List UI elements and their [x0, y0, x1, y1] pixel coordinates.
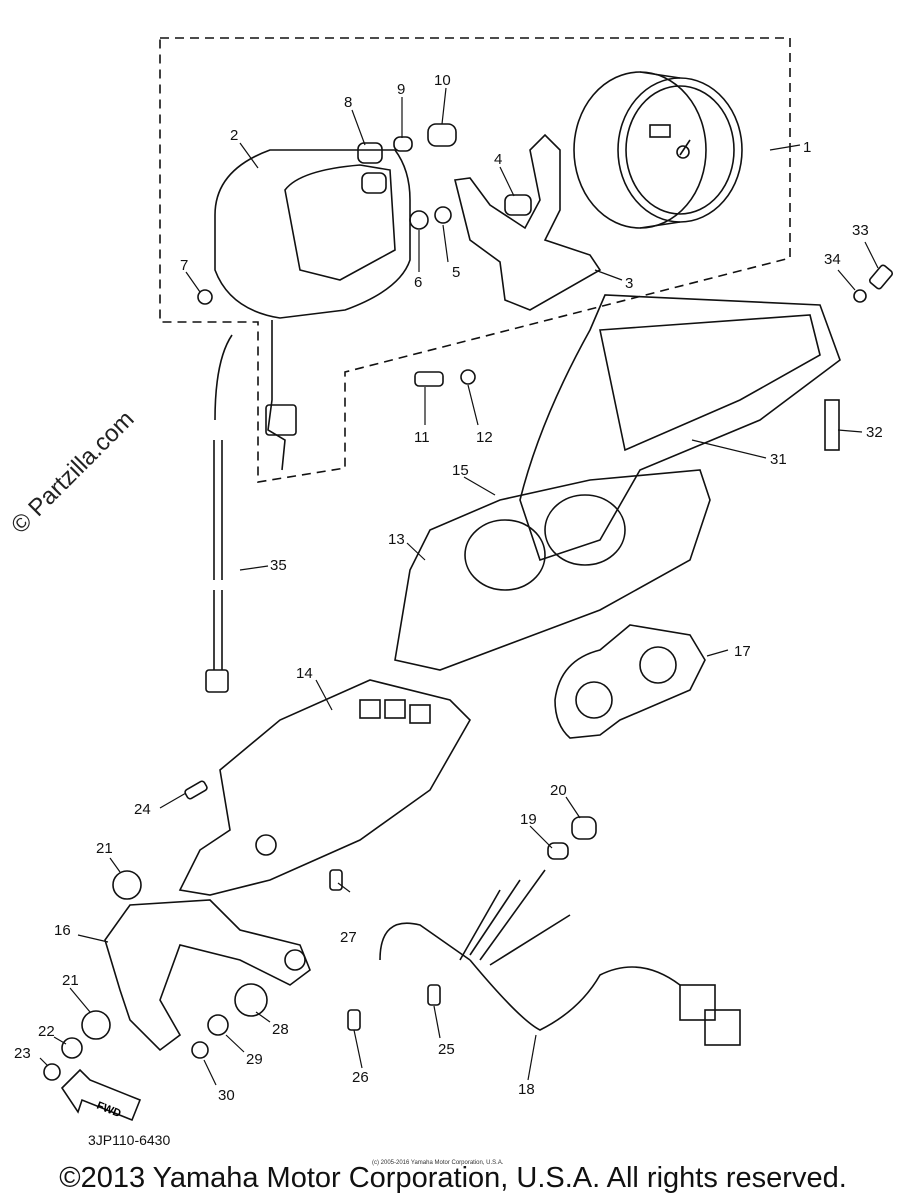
- callout-35: 35: [270, 557, 287, 574]
- callout-33: 33: [852, 222, 869, 239]
- lower-housing: [178, 679, 471, 896]
- meter-stay: [104, 899, 311, 1052]
- meter-lead: [267, 320, 286, 471]
- callout-5: 5: [452, 264, 460, 281]
- callout-23: 23: [14, 1045, 31, 1062]
- screw-33-34: [853, 264, 894, 303]
- mount-hardware: [409, 194, 532, 230]
- callout-4: 4: [494, 151, 502, 168]
- screw-7: [197, 289, 213, 305]
- fwd-label: FWD: [95, 1100, 123, 1121]
- callout-27: 27: [340, 929, 357, 946]
- callout-17: 17: [734, 643, 751, 660]
- callout-12: 12: [476, 429, 493, 446]
- leader-lines: [39, 87, 879, 1086]
- callout-21b: 21: [62, 972, 79, 989]
- fwd-arrow: [60, 1068, 142, 1122]
- callout-21a: 21: [96, 840, 113, 857]
- meter-housing: [394, 469, 711, 671]
- callout-29: 29: [246, 1051, 263, 1068]
- meter-visor: [519, 294, 841, 562]
- trim-32: [824, 399, 840, 451]
- callout-13: 13: [388, 531, 405, 548]
- callout-14: 14: [296, 665, 313, 682]
- assembly-boundary: [159, 37, 791, 483]
- drawing-code: 3JP110-6430: [88, 1132, 171, 1148]
- callout-10: 10: [434, 72, 451, 89]
- callout-26: 26: [352, 1069, 369, 1086]
- bulb-socket-set: [357, 123, 457, 194]
- meter-cover: [214, 149, 411, 319]
- callout-15: 15: [452, 462, 469, 479]
- speedometer-gauge: [573, 71, 743, 229]
- callout-labels: 1 2 3 4 5 6 7 8 9 10 11 12 13 14 15 16 1…: [14, 72, 883, 1120]
- callout-6: 6: [414, 274, 422, 291]
- fine-print: (c) 2005-2016 Yamaha Motor Corporation, …: [372, 1160, 504, 1166]
- damper-set: [43, 870, 268, 1081]
- speedometer-cable: [205, 334, 233, 693]
- callout-25: 25: [438, 1041, 455, 1058]
- wire-harness: [379, 869, 741, 1046]
- callout-16: 16: [54, 922, 71, 939]
- callout-8: 8: [344, 94, 352, 111]
- callout-1: 1: [803, 139, 811, 156]
- callout-3: 3: [625, 275, 633, 292]
- callout-11: 11: [414, 429, 430, 446]
- bolt-washer-11-12: [414, 369, 476, 387]
- meter-face: [554, 624, 706, 739]
- callout-7: 7: [180, 257, 188, 274]
- callout-19: 19: [520, 811, 537, 828]
- callout-9: 9: [397, 81, 405, 98]
- callout-30: 30: [218, 1087, 235, 1104]
- callout-32: 32: [866, 424, 883, 441]
- callout-28: 28: [272, 1021, 289, 1038]
- callout-22: 22: [38, 1023, 55, 1040]
- callout-18: 18: [518, 1081, 535, 1098]
- callout-20: 20: [550, 782, 567, 799]
- callout-24: 24: [134, 801, 151, 818]
- callout-34: 34: [824, 251, 841, 268]
- callout-2: 2: [230, 127, 238, 144]
- screws-small: [184, 780, 441, 1031]
- meter-bracket: [454, 133, 602, 311]
- callout-31: 31: [770, 451, 787, 468]
- copyright-notice: ©2013 Yamaha Motor Corporation, U.S.A. A…: [59, 1162, 847, 1194]
- bulb-cap-19-20: [547, 816, 597, 860]
